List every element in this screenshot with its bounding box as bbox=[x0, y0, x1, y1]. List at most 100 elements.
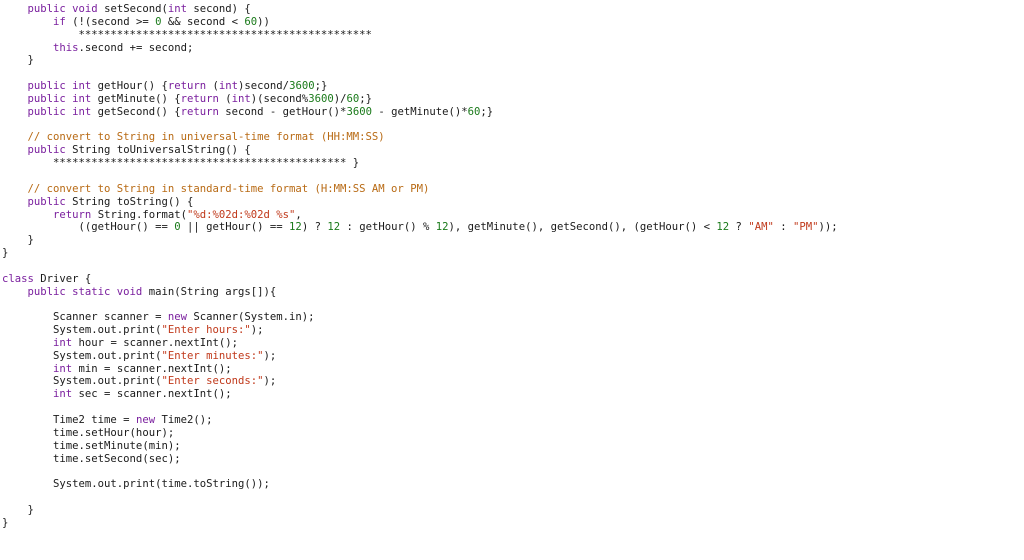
code-text: ), getMinute(), getSecond(), (getHour() … bbox=[448, 221, 717, 234]
code-text: )second/ bbox=[238, 80, 290, 93]
code-line: public void setSecond(int second) { bbox=[2, 3, 1024, 16]
code-text: .second += second; bbox=[78, 41, 194, 54]
code-text: System.out.print( bbox=[2, 375, 162, 388]
code-line: // convert to String in standard-time fo… bbox=[2, 183, 1024, 196]
code-line bbox=[2, 170, 1024, 183]
code-text bbox=[2, 337, 53, 349]
code-number: 3600 bbox=[289, 80, 315, 93]
code-keyword: int bbox=[53, 388, 73, 401]
code-text: : bbox=[773, 221, 793, 234]
code-text: getSecond() { bbox=[97, 105, 181, 118]
code-line: time.setSecond(sec); bbox=[2, 453, 1024, 466]
code-line: public String toString() { bbox=[2, 196, 1024, 209]
code-line: class Driver { bbox=[2, 273, 1024, 286]
code-comment: // convert to String in standard-time fo… bbox=[2, 182, 430, 195]
code-string: "Enter seconds:" bbox=[161, 375, 264, 388]
code-text: ( bbox=[218, 92, 232, 105]
code-text: } bbox=[2, 503, 34, 516]
code-number: 60 bbox=[244, 15, 258, 28]
code-text: String toUniversalString() { bbox=[72, 144, 251, 157]
code-line: System.out.print("Enter seconds:"); bbox=[2, 375, 1024, 388]
code-line: int hour = scanner.nextInt(); bbox=[2, 337, 1024, 350]
code-number: 60 bbox=[346, 92, 360, 105]
code-number: 3600 bbox=[308, 92, 334, 105]
code-keyword: int bbox=[53, 362, 73, 375]
code-line bbox=[2, 491, 1024, 504]
code-text: )); bbox=[818, 221, 838, 234]
code-keyword: return bbox=[53, 208, 92, 221]
code-text: time.setMinute(min); bbox=[2, 439, 181, 452]
code-keyword: public bbox=[2, 195, 73, 208]
code-text: Scanner scanner = bbox=[2, 311, 168, 324]
code-number: 12 bbox=[289, 221, 302, 234]
code-line: ((getHour() == 0 || getHour() == 12) ? 1… bbox=[2, 221, 1024, 234]
code-string: "PM" bbox=[792, 221, 819, 234]
code-line: this.second += second; bbox=[2, 42, 1024, 55]
code-number: 60 bbox=[467, 105, 481, 118]
code-text: ;} bbox=[314, 80, 328, 93]
code-number: 3600 bbox=[346, 105, 372, 118]
code-keyword: public void bbox=[2, 3, 105, 15]
code-text: time.setHour(hour); bbox=[2, 426, 175, 439]
code-line: System.out.print("Enter minutes:"); bbox=[2, 350, 1024, 363]
code-text: ) ? bbox=[301, 221, 328, 234]
code-line: ****************************************… bbox=[2, 29, 1024, 42]
code-keyword: public static void bbox=[2, 285, 149, 298]
code-line: return String.format("%d:%02d:%02d %s", bbox=[2, 209, 1024, 222]
code-text: )(second% bbox=[250, 92, 309, 105]
code-line: } bbox=[2, 517, 1024, 530]
code-text: getHour() { bbox=[97, 80, 168, 93]
code-text: ****************************************… bbox=[2, 157, 360, 170]
code-text: ( bbox=[206, 80, 219, 93]
code-text: main(String args[]){ bbox=[148, 285, 277, 298]
code-line: } bbox=[2, 504, 1024, 517]
code-keyword: if bbox=[53, 15, 66, 28]
code-line: public int getSecond() {return second - … bbox=[2, 106, 1024, 119]
code-text bbox=[2, 209, 53, 221]
code-text: System.out.print( bbox=[2, 324, 162, 337]
code-line: public static void main(String args[]){ bbox=[2, 286, 1024, 299]
code-text: - getMinute()* bbox=[371, 105, 468, 118]
code-keyword: new bbox=[135, 414, 156, 426]
code-keyword: class bbox=[2, 272, 41, 285]
code-line: if (!(second >= 0 && second < 60)) bbox=[2, 16, 1024, 29]
code-line: // convert to String in universal-time f… bbox=[2, 131, 1024, 144]
code-text: getMinute() { bbox=[97, 92, 181, 105]
code-line: int min = scanner.nextInt(); bbox=[2, 363, 1024, 376]
code-text: time.setSecond(sec); bbox=[2, 452, 181, 465]
code-string: "Enter minutes:" bbox=[161, 349, 264, 362]
code-line: System.out.print(time.toString()); bbox=[2, 478, 1024, 491]
code-text: ); bbox=[263, 375, 277, 388]
code-text: System.out.print( bbox=[2, 349, 162, 362]
code-text: hour = scanner.nextInt(); bbox=[72, 336, 238, 349]
code-line: int sec = scanner.nextInt(); bbox=[2, 388, 1024, 401]
code-number: 12 bbox=[435, 221, 449, 234]
code-text bbox=[2, 363, 53, 375]
code-string: "AM" bbox=[748, 221, 774, 234]
code-text: ); bbox=[250, 324, 264, 337]
code-text: System.out.print(time.toString()); bbox=[2, 478, 270, 491]
code-text: Scanner(System.in); bbox=[186, 311, 315, 324]
code-line: } bbox=[2, 54, 1024, 67]
code-text: } bbox=[2, 516, 9, 529]
code-line: ****************************************… bbox=[2, 157, 1024, 170]
code-keyword: public int bbox=[2, 92, 98, 105]
code-line: public String toUniversalString() { bbox=[2, 144, 1024, 157]
code-text: )/ bbox=[333, 92, 347, 105]
code-line: public int getHour() {return (int)second… bbox=[2, 80, 1024, 93]
code-text: } bbox=[2, 54, 34, 67]
code-text: ); bbox=[263, 349, 277, 362]
code-keyword: return bbox=[167, 80, 207, 93]
code-text: String toString() { bbox=[72, 195, 194, 208]
code-keyword: int bbox=[231, 92, 251, 105]
code-line bbox=[2, 465, 1024, 478]
code-keyword: new bbox=[167, 311, 187, 324]
code-text: setSecond( bbox=[104, 3, 168, 15]
code-text: } bbox=[2, 247, 9, 260]
code-text: second) { bbox=[186, 3, 251, 15]
code-keyword: this bbox=[53, 41, 79, 54]
code-line: public int getMinute() {return (int)(sec… bbox=[2, 93, 1024, 106]
code-text bbox=[2, 16, 53, 28]
code-line: time.setMinute(min); bbox=[2, 440, 1024, 453]
